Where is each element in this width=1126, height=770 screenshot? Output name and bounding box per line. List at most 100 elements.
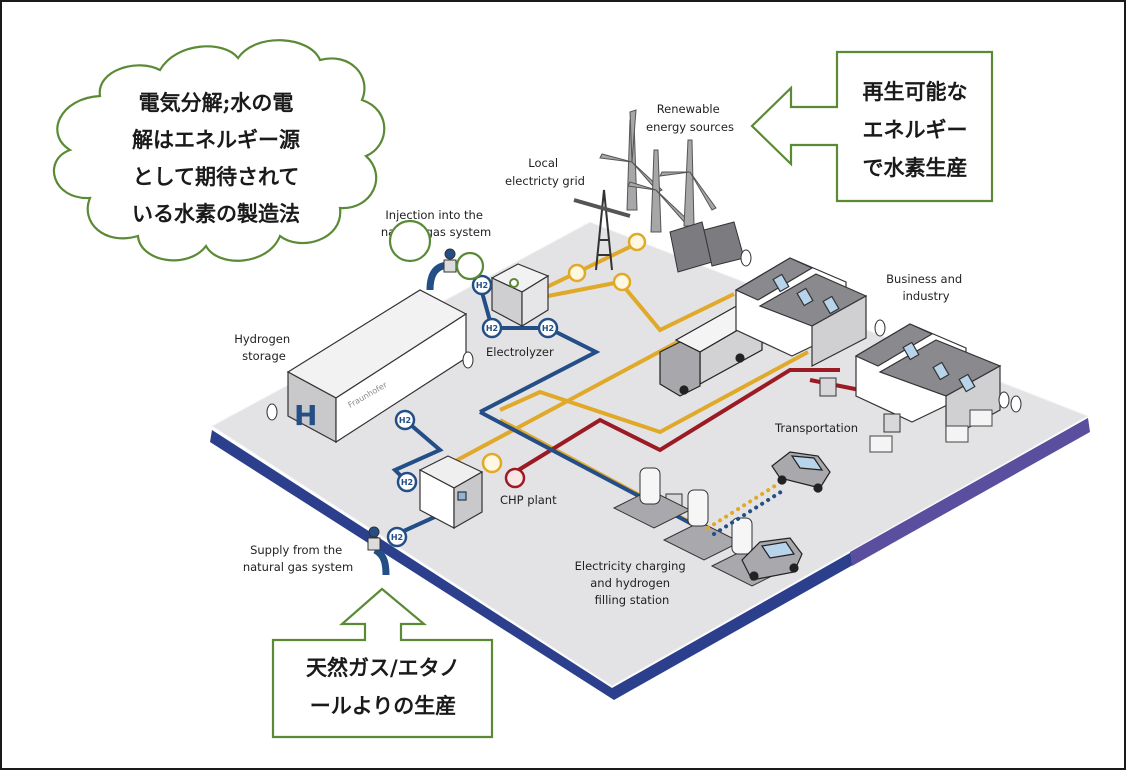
electrolyzer-indicator (509, 278, 519, 288)
wind-turbines (599, 109, 717, 233)
storage-h2-glyph: H (294, 399, 317, 432)
charging-pump (687, 489, 709, 527)
label-station-line: Electricity charging (575, 559, 686, 573)
label-station-line: and hydrogen (590, 576, 670, 590)
truck-wheel (735, 353, 745, 363)
label-transportation: Transportation (774, 421, 858, 435)
label-supply-line: Supply from the (250, 543, 342, 557)
tree (998, 391, 1010, 409)
skylight (796, 287, 814, 307)
injection-valve (443, 259, 457, 273)
natural-gas-arrow-callout (271, 587, 494, 739)
tree (462, 351, 474, 369)
warehouse (854, 323, 1002, 442)
wind-turbine (659, 139, 717, 227)
label-storage: Hydrogen storage (234, 332, 294, 363)
label-grid-line: electricty grid (505, 174, 585, 188)
pallets (869, 409, 993, 453)
label-storage-line: storage (242, 349, 286, 363)
heat-icon (504, 467, 526, 489)
label-business-line: industry (902, 289, 949, 303)
supply-valve (367, 537, 381, 551)
electricity-line-loop (499, 350, 809, 435)
platform (210, 221, 1090, 700)
label-station-line: filling station (595, 593, 670, 607)
plug-icon (567, 263, 587, 283)
label-chp: CHP plant (500, 493, 557, 507)
chp-plant (418, 455, 484, 530)
label-business-line: Business and (886, 272, 962, 286)
dotted-link (706, 482, 786, 536)
label-grid: Local electricty grid (505, 156, 585, 188)
plug-icon (612, 272, 632, 292)
h2-badge-label: H2 (401, 478, 413, 487)
renewable-callout-text: 再生可能な エネルギー で水素生産 (840, 73, 990, 187)
h2-badge-label: H2 (399, 416, 411, 425)
electrolyzer (490, 263, 550, 328)
natural-gas-text-line: 天然ガス/エタノ (305, 655, 461, 680)
electricity-line-main (547, 279, 735, 333)
pallet (869, 435, 893, 453)
skylight (902, 341, 920, 361)
heat-line-chp (510, 368, 840, 476)
skylight (958, 373, 976, 393)
h2-badge-label: H2 (476, 281, 488, 290)
wind-turbine (627, 149, 691, 233)
cloud-shape (52, 39, 386, 262)
cloud-bubble (388, 219, 432, 263)
cloud-text-line: 解はエネルギー源 (132, 127, 300, 152)
natural-gas-text-line: ールよりの生産 (309, 693, 457, 718)
renewable-text-line: で水素生産 (862, 155, 968, 180)
label-grid-line: Local (528, 156, 558, 170)
natural-gas-callout-text: 天然ガス/エタノ ールよりの生産 (275, 649, 491, 725)
cloud-text-line: 電気分解;水の電 (138, 90, 294, 115)
h2-badge-label: H2 (486, 324, 498, 333)
skylight (932, 361, 950, 381)
tree (1010, 395, 1022, 413)
label-storage-line: Hydrogen (234, 332, 290, 346)
h2-badge-label: H2 (391, 533, 403, 542)
forklift (819, 377, 837, 397)
charging-pump (639, 467, 661, 505)
truck-wheel (679, 385, 689, 395)
h2-badge-label: H2 (542, 324, 554, 333)
h2-badge-icon (396, 471, 418, 493)
electric-car (741, 537, 803, 581)
hydrogen-pipe-supply (373, 546, 390, 576)
electric-car (771, 451, 831, 493)
plug-icon (481, 452, 503, 474)
cars (741, 451, 831, 581)
label-electrolyzer: Electrolyzer (486, 345, 554, 359)
h2-badge-icon (386, 526, 408, 548)
skylight (772, 273, 790, 293)
label-business: Business and industry (886, 272, 966, 303)
cloud-callout-text: 電気分解;水の電 解はエネルギー源 として期待されて いる水素の製造法 (86, 84, 346, 232)
hydrogen-storage: H Fraunhofer (286, 289, 468, 444)
renewable-text-line: 再生可能な (862, 79, 968, 104)
tree (874, 319, 886, 337)
forklift (883, 413, 901, 433)
label-renewable-line: energy sources (646, 120, 734, 134)
chp-window (457, 491, 467, 501)
warehouse (734, 257, 868, 367)
renewable-text-line: エネルギー (862, 117, 968, 142)
platform-top (211, 221, 1090, 687)
charging-pump (731, 517, 753, 555)
label-injection-line: Injection into the (385, 208, 483, 222)
cloud-bubble (455, 251, 485, 281)
valve-wheel-icon (368, 526, 380, 538)
cloud-text-line: として期待されて (132, 164, 300, 189)
h2-badge-icon (394, 409, 416, 431)
plug-badges (481, 232, 647, 489)
cloud-callout (52, 39, 485, 281)
tree (740, 249, 752, 267)
h2-badge-icon (537, 317, 559, 339)
electricity-pylon (573, 189, 631, 271)
label-supply: Supply from the natural gas system (243, 543, 353, 574)
plug-icon (627, 232, 647, 252)
pallet (945, 425, 969, 443)
solar-panels (669, 221, 745, 273)
platform-edge-right (850, 418, 1090, 566)
renewable-arrow-callout (750, 50, 994, 203)
